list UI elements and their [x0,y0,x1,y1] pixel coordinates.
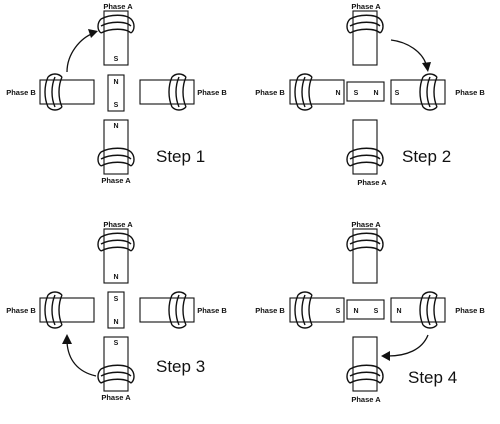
arrowhead [88,29,98,38]
coil [168,73,187,111]
rotor-south-mark: S [114,102,119,109]
coil [346,147,384,167]
phase-b-label: Phase B [197,306,227,315]
coil [97,147,135,167]
rotor [107,291,125,329]
rotation-arrow [66,341,97,377]
pole-top [103,228,129,284]
step-label: Step 1 [156,147,205,166]
rotor-north-mark: N [113,319,118,326]
phase-b-label: Phase B [197,88,227,97]
coil [346,14,384,34]
phase-a-label: Phase A [103,2,133,11]
pole-right [390,79,446,105]
rotor [346,81,385,102]
step-1-panel: Phase A S N S N Phase A Phase B Phase B … [6,2,227,185]
step-label: Step 2 [402,147,451,166]
rotor-north-mark: N [113,79,118,86]
rotor [107,74,125,112]
rotor-south-mark: S [354,90,359,97]
pole-bottom [103,119,129,175]
step-label: Step 4 [408,368,457,387]
coil [419,73,438,111]
phase-a-label: Phase A [103,220,133,229]
pole-left [289,79,345,105]
step-label: Step 3 [156,357,205,376]
phase-a-label: Phase A [351,395,381,404]
rotor-north-mark: N [353,308,358,315]
phase-b-label: Phase B [6,306,36,315]
rotor-south-mark: S [114,296,119,303]
arrowhead [381,351,390,361]
rotor-south-mark: S [374,308,379,315]
phase-a-label: Phase A [351,2,381,11]
coil [44,73,63,111]
pole-right [390,297,446,323]
rotor-north-mark: N [373,90,378,97]
arrowhead [422,62,431,72]
right-pole-polarity: S [395,90,400,97]
coil [294,73,313,111]
bottom-pole-polarity: N [113,123,118,130]
rotor [346,299,385,320]
coil [97,232,135,252]
phase-a-label: Phase A [357,178,387,187]
pole-bottom [352,119,378,175]
coil [346,232,384,252]
coil [97,14,135,34]
phase-a-label: Phase A [101,393,131,402]
coil [346,364,384,384]
right-pole-polarity: N [396,308,401,315]
pole-left [289,297,345,323]
phase-a-label: Phase A [101,176,131,185]
top-pole-polarity: N [113,274,118,281]
phase-b-label: Phase B [455,88,485,97]
pole-bottom [352,336,378,392]
phase-b-label: Phase B [455,306,485,315]
coil [419,291,438,329]
pole-bottom [103,336,129,392]
pole-right [139,79,195,105]
coil [97,364,135,384]
arrowhead [62,334,72,344]
pole-top [352,10,378,66]
pole-right [139,297,195,323]
step-2-panel: Phase A S N Phase A N Phase B S Phase B … [255,2,485,187]
left-pole-polarity: S [336,308,341,315]
top-pole-polarity: S [114,56,119,63]
pole-top [352,228,378,284]
phase-b-label: Phase B [255,306,285,315]
coil [44,291,63,329]
pole-top [103,10,129,66]
phase-a-label: Phase A [351,220,381,229]
pole-left [39,79,95,105]
coil [294,291,313,329]
coil [168,291,187,329]
rotation-arrow [387,334,429,357]
step-3-panel: Phase A N S N S Phase A Phase B Phase B … [6,220,227,402]
phase-b-label: Phase B [255,88,285,97]
step-4-panel: Phase A N S Phase A S Phase B N Phase B … [255,220,485,404]
rotation-arrow [66,32,95,73]
rotation-arrow [390,39,427,65]
phase-b-label: Phase B [6,88,36,97]
pole-left [39,297,95,323]
left-pole-polarity: N [335,90,340,97]
bottom-pole-polarity: S [114,340,119,347]
